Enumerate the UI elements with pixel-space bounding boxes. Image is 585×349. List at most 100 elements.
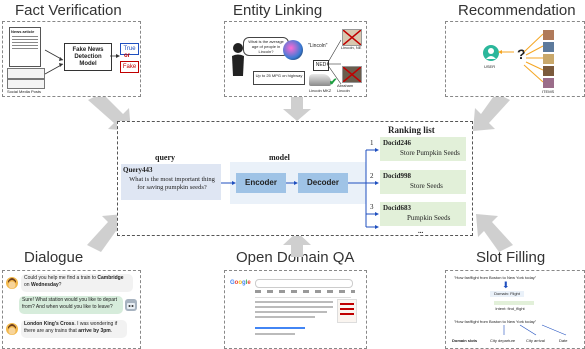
rank-3-doc: Docid683 [383,204,411,212]
result-link[interactable] [255,327,305,329]
rank-3-box: Docid683 Pumpkin Seeds [380,202,466,226]
lincoln-quote: "Lincoln" [308,43,328,49]
query-box: Query443 What is the most important thin… [121,164,221,200]
recommendation-arrows [498,33,544,83]
divider [255,297,351,298]
result-line-5 [255,333,295,335]
slot-filling-title: Slot Filling [476,249,546,266]
dialogue-message-2: Sure! What station would you like to dep… [19,296,123,314]
true-label: True [120,43,139,55]
arrow-recommendation-to-center [473,93,510,131]
user-avatar-icon [483,45,499,61]
rank-1-number: 1 [370,139,374,147]
rank-2-doc: Docid998 [383,172,411,180]
arrow-slot-to-center [476,214,513,252]
arrow-dialogue-to-center [87,214,124,252]
fake-label: Fake [120,61,139,73]
entity-linking-title: Entity Linking [233,2,323,19]
msg1-pre: Could you help me find a train to [24,275,98,281]
rank-3-number: 3 [370,203,374,211]
dialogue-title: Dialogue [24,249,84,266]
msg3-end: . [110,327,113,334]
result-line-1 [255,301,333,303]
open-domain-qa-panel: Google [224,270,367,349]
fake-news-model-box: Fake News Detection Model [64,43,112,71]
news-article-doc: News article [9,27,41,67]
items-label: ITEMS [542,89,555,94]
knowledge-panel [337,299,357,323]
msg3-bold-2: arrive by 3pm [78,327,111,334]
thinking-person-icon [232,43,244,76]
dialogue-message-3: London King's Cross. I was wondering if … [21,320,127,338]
item-3-image [543,54,554,64]
rank-ellipsis: ... [418,227,424,235]
lincoln-ne-label: Lincoln, NE [341,45,362,50]
msg1-bold-2: Wednesday [30,281,59,288]
fv-output-arrow [110,54,120,58]
abraham-lincoln-label: Abraham Lincoln [337,83,354,93]
result-line-2 [255,306,333,308]
fact-verification-panel: News article Social Media Posts Fake New… [2,21,141,97]
model-label: model [269,153,290,162]
query-id: Query443 [123,166,153,174]
google-logo: Google [230,280,251,286]
slot-query-1: "How far/flight from Boston to New York … [454,275,537,280]
slot-domain: Domain: Flight [490,291,524,297]
slot-tag-1: Domain slots [452,338,478,343]
robot-icon [125,299,137,311]
social-media-label: Social Media Posts [7,89,42,94]
encoder-box: Encoder [236,173,286,193]
query-label: query [155,153,175,162]
lincoln-ne-image [342,29,362,46]
ned-branch-arrows [326,39,342,85]
user-avatar-2-icon [6,323,18,335]
recommendation-panel: USER ? ITEMS [445,21,585,97]
msg1-bold-1: Cambridge [97,275,124,281]
slot-tag-2: City departure [490,338,516,343]
rank-2-number: 2 [370,172,374,180]
social-post-2 [7,79,45,89]
ned-box: NED [313,60,329,71]
item-1-image [543,30,554,40]
rank-1-text: Store Pumpkin Seeds [400,149,460,157]
entity-linking-panel: What is the average age of people in Lin… [224,21,367,97]
lincoln-mkz-car-image [309,74,331,86]
recommendation-title: Recommendation [458,2,576,19]
open-domain-qa-title: Open Domain QA [236,249,355,266]
dialogue-panel: Could you help me find a train to Cambri… [2,270,141,349]
or-label: or [124,53,130,59]
slot-query-2: "How far/flight from Boston to New York … [454,319,537,324]
query-text: What is the most important thing for sav… [129,176,215,191]
msg3-mid: . I was wondering if there are any train… [24,321,118,334]
lincoln-mkz-label: Lincoln MKZ [309,88,332,93]
fact-verification-title: Fact Verification [15,2,122,19]
ranking-list-title: Ranking list [388,125,435,135]
center-panel: Ranking list query model Query443 What i… [117,121,473,236]
decoder-box: Decoder [298,173,348,193]
user-avatar-1-icon [6,277,18,289]
down-arrow-icon: ⬇ [502,280,510,290]
slot-intent-bar [494,301,534,305]
question-mark-icon: ? [517,46,526,62]
news-article-label: News article [11,29,35,34]
slot-filling-panel: "How far/flight from Boston to New York … [445,270,585,349]
result-line-4 [255,316,315,318]
rank-1-box: Docid246 Store Pumpkin Seeds [380,137,466,161]
dialogue-message-1: Could you help me find a train to Cambri… [21,274,133,292]
fv-input-arrows [44,49,64,75]
item-2-image [543,42,554,52]
user-label: USER [484,64,496,69]
question-bubble: What is the average age of people in Lin… [243,37,289,56]
msg1-end: ? [58,281,62,288]
abraham-lincoln-image [342,66,362,83]
slot-tag-4: Date [559,338,568,343]
highway-box: Up to 25 MPG on highway [253,71,305,85]
rank-2-box: Docid998 Store Seeds [380,170,466,194]
arrow-qa-to-center [283,232,311,257]
search-bar[interactable] [255,279,353,288]
arrow-entity-to-center [283,97,311,121]
search-tabs [255,290,355,293]
result-line-3 [255,311,327,313]
slot-tag-3: City arrival [526,338,545,343]
